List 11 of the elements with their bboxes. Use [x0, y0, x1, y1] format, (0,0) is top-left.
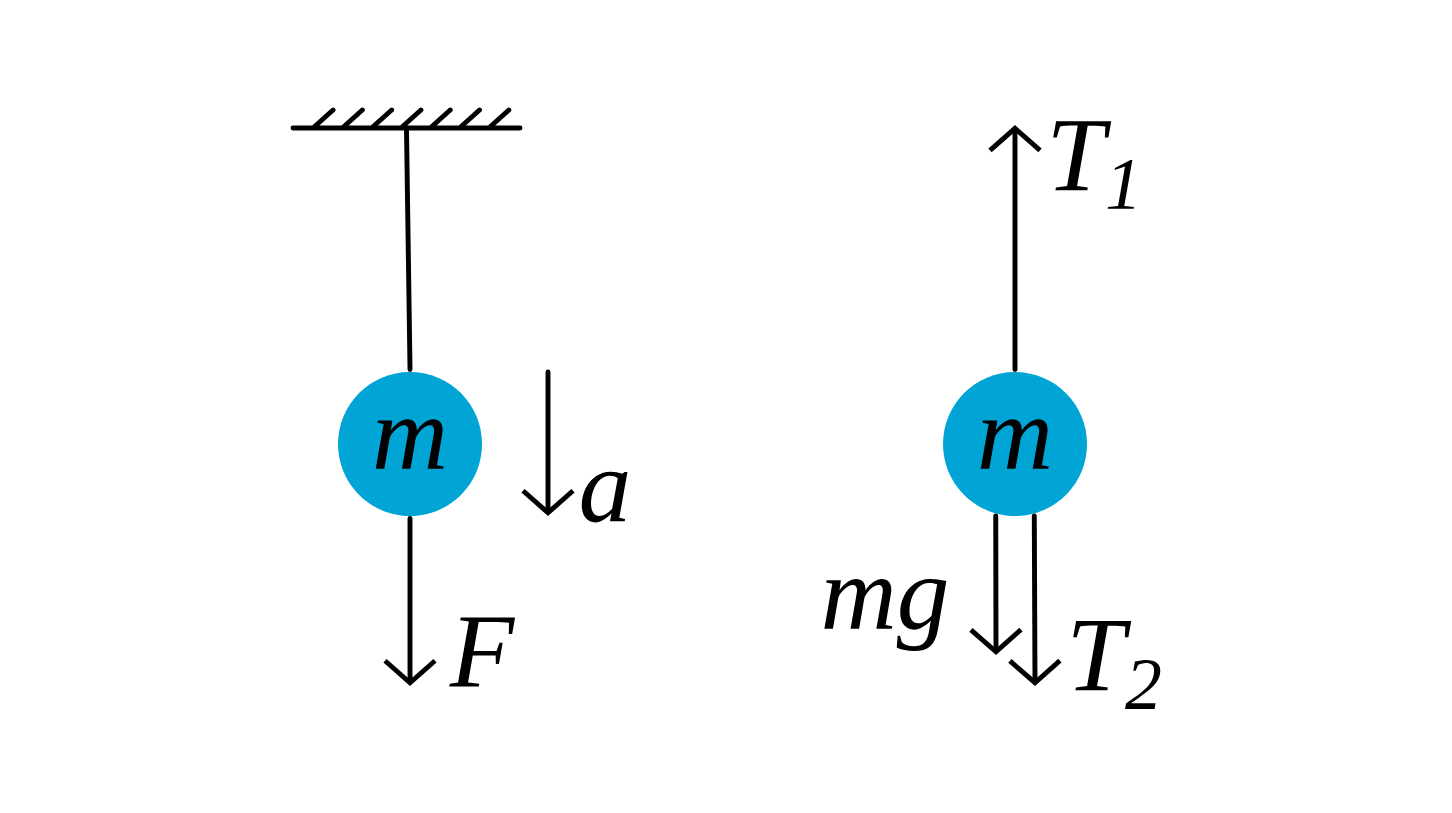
- force-label: mg: [817, 575, 953, 655]
- force-label: F: [446, 614, 518, 691]
- force-arrow: [969, 513, 1023, 655]
- force-arrow: [1008, 513, 1062, 686]
- ceiling-support: [290, 107, 523, 131]
- force-arrow: [383, 516, 437, 686]
- force-label: T$_{1}$: [1042, 117, 1148, 213]
- variable-label: a: [581, 471, 628, 523]
- force-label: T$_{2}$: [1062, 617, 1168, 713]
- force-arrow: [988, 125, 1042, 372]
- string-line: [404, 128, 413, 372]
